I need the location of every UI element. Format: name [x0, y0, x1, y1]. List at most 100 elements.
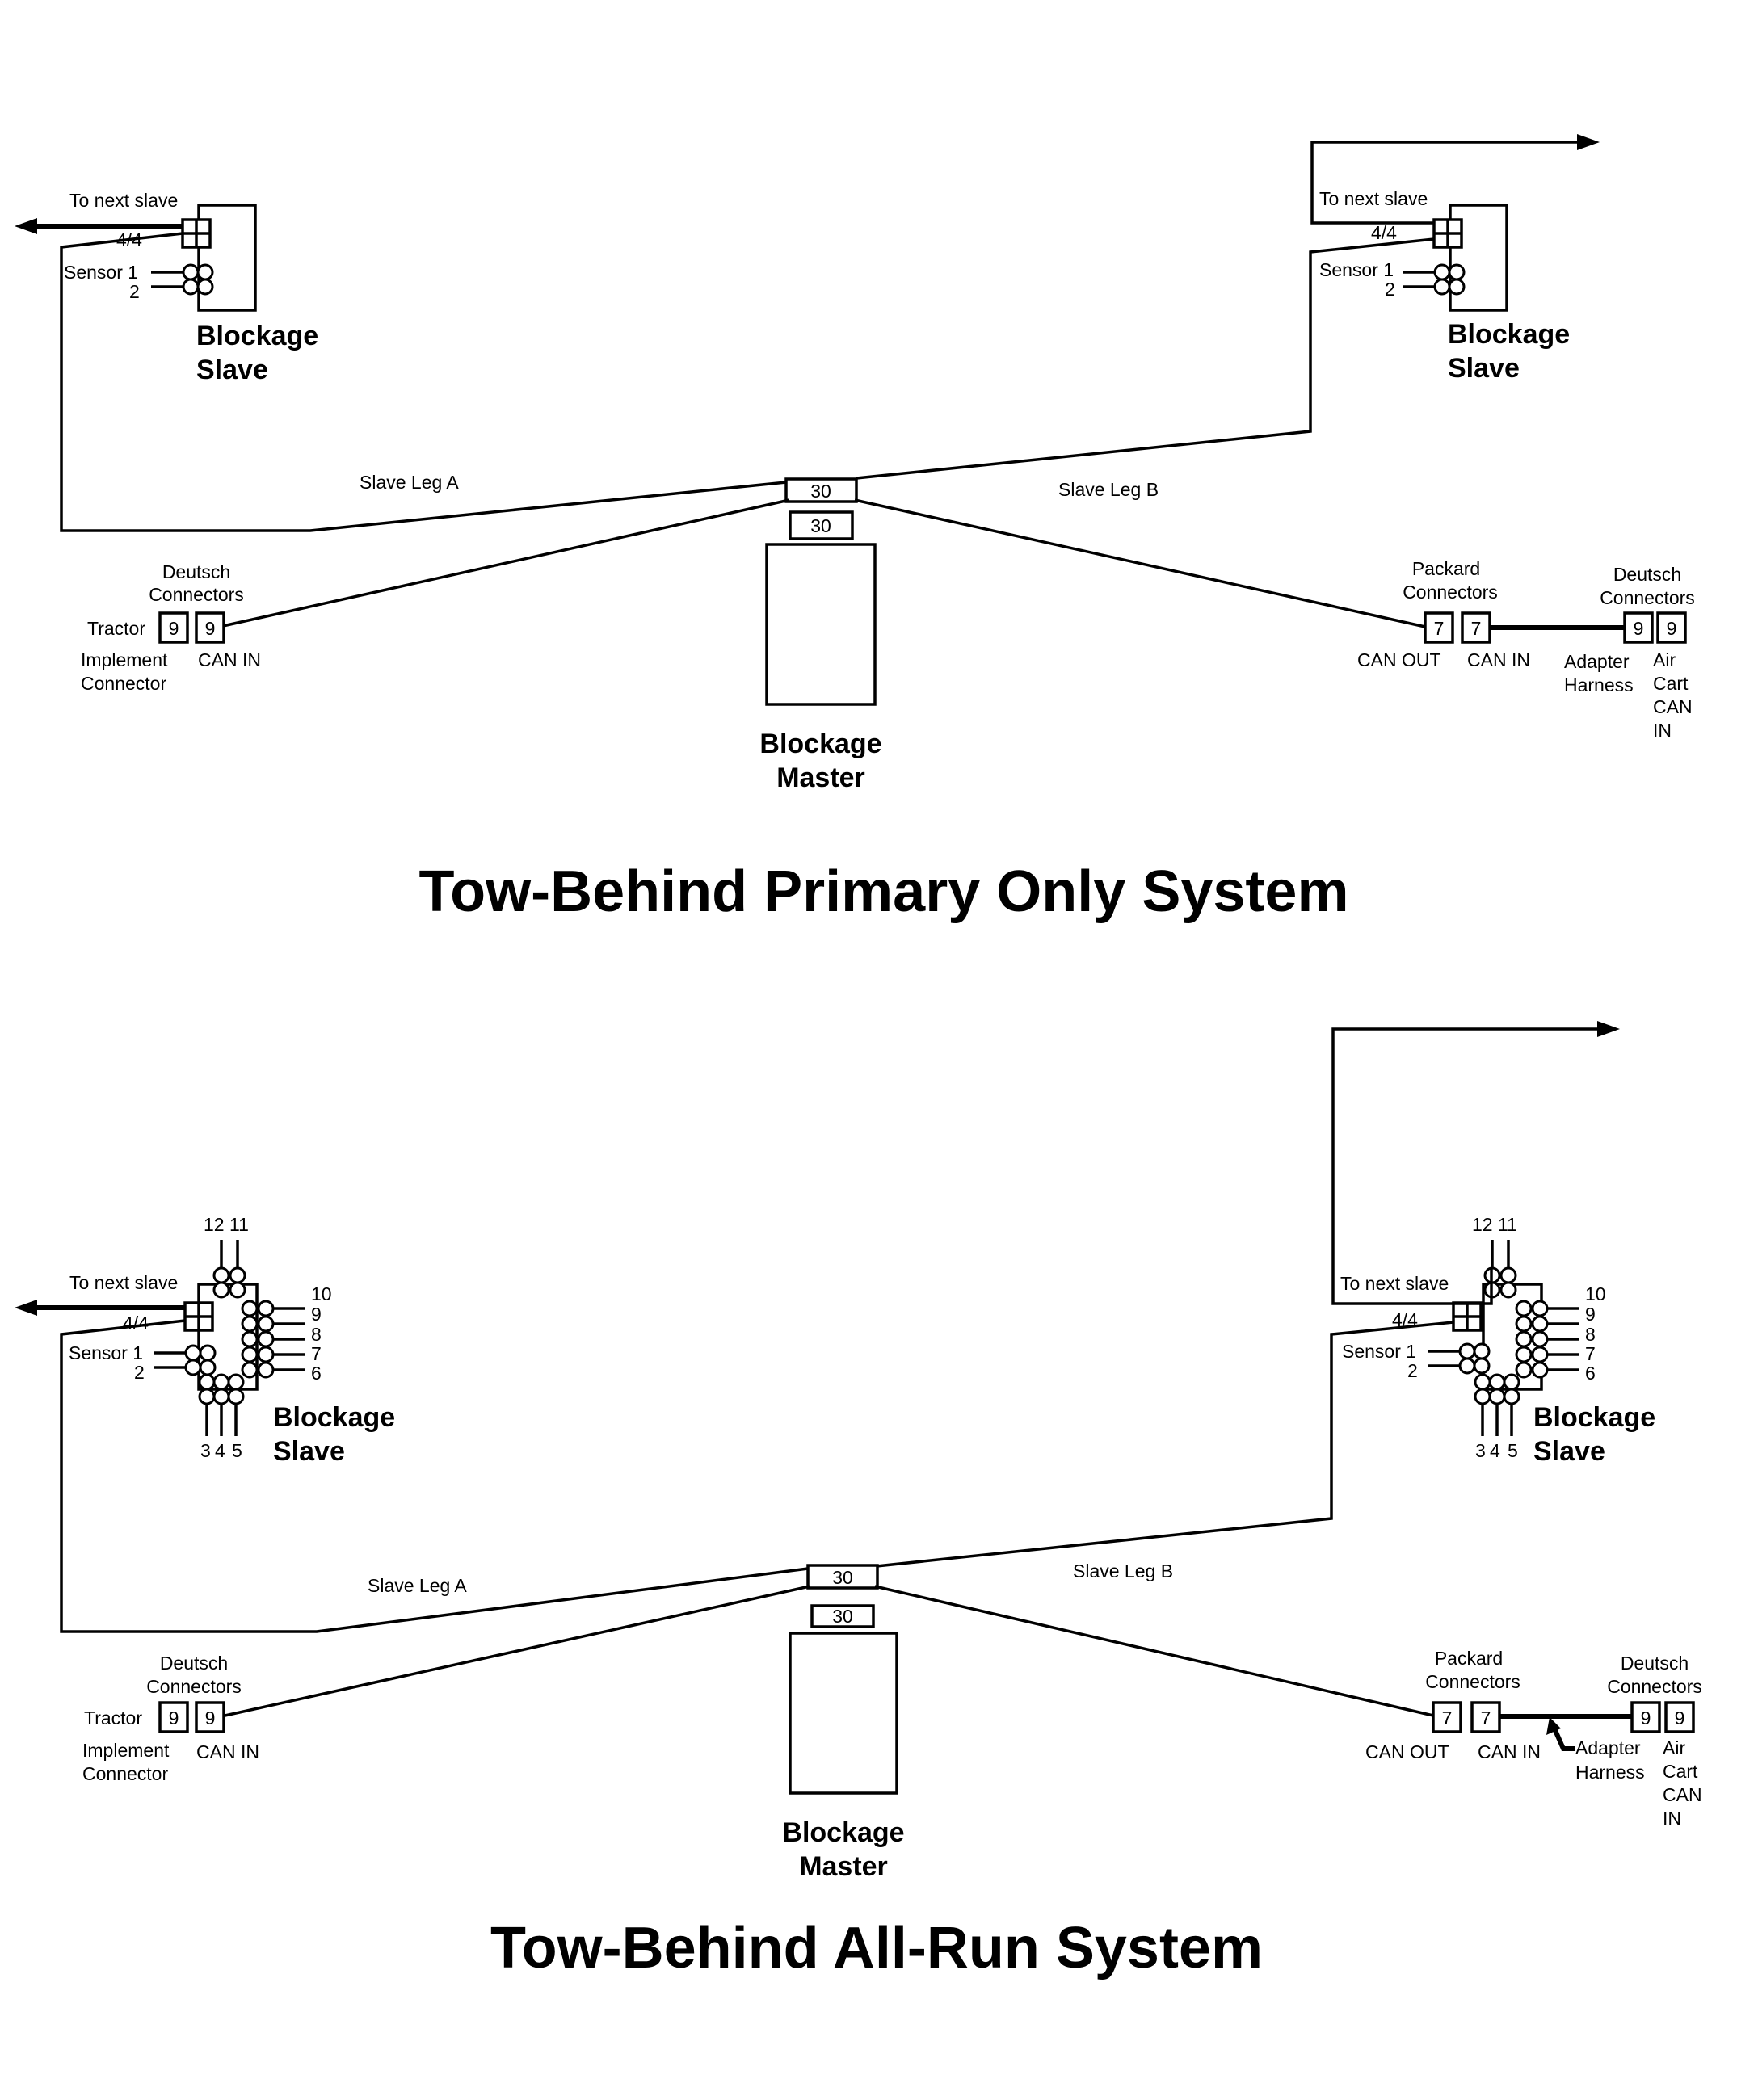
master-30-socket	[789, 510, 854, 540]
pin-6-label: 6	[1585, 1363, 1596, 1384]
sensor-2-label: 2	[134, 1362, 145, 1383]
deutsch-label: Deutsch	[160, 1653, 228, 1674]
pin-3-label: 3	[1475, 1440, 1486, 1461]
slave-label: Slave	[1533, 1436, 1605, 1467]
all-run-diagram: To next slave 4/4 12 11	[15, 1021, 1702, 1980]
tractor-label: Tractor	[84, 1707, 142, 1728]
right-all-run-blockage-slave: To next slave 4/4 12 11 10	[1331, 1021, 1655, 1467]
to-next-slave-arrow	[1310, 141, 1583, 225]
master-module-box	[765, 543, 877, 706]
sensor-2-label: 2	[1385, 279, 1395, 300]
packard-connectors: Packard Connectors 7 7 CAN OUT CAN IN	[1357, 558, 1530, 670]
pin-count-label: 7	[1434, 618, 1445, 639]
deutsch-label: Deutsch	[1621, 1653, 1689, 1674]
to-next-slave-label: To next slave	[69, 190, 178, 211]
pin-11-label: 11	[229, 1214, 249, 1235]
implement-label: Implement	[81, 649, 168, 670]
can-in-wire	[222, 498, 790, 628]
connectors-label: Connectors	[149, 584, 244, 605]
pin-count-label: 7	[1442, 1707, 1453, 1728]
deutsch-label: Deutsch	[1613, 564, 1681, 585]
deutsch-pin-box	[1656, 611, 1687, 644]
blockage-label: Blockage	[273, 1402, 395, 1433]
blockage-master: 30 30 Blockage Master	[759, 477, 882, 793]
sensor-pin	[1433, 263, 1451, 281]
packard-connectors: Packard Connectors 7 7 CAN OUT CAN IN	[1365, 1648, 1541, 1762]
pin-count-label: 9	[1634, 618, 1644, 639]
can-out-label: CAN OUT	[1357, 649, 1441, 670]
sensor-pin	[196, 263, 214, 281]
master-30-label: 30	[810, 481, 831, 502]
pin-5-label: 5	[232, 1440, 242, 1461]
adapter-label: Adapter	[1564, 651, 1630, 672]
packard-pin-box	[1432, 1701, 1462, 1733]
blockage-label: Blockage	[759, 729, 881, 759]
air-label: Air	[1653, 649, 1676, 670]
pin-count-label: 9	[1667, 618, 1677, 639]
master-30-socket-label: 30	[810, 515, 831, 536]
pin-9-label: 9	[1585, 1304, 1596, 1325]
master-label: Master	[799, 1851, 888, 1882]
sensor-pin	[229, 1266, 246, 1284]
right-pin-column	[241, 1300, 305, 1379]
pin-12-label: 12	[204, 1214, 225, 1235]
four-four-label: 4/4	[1371, 222, 1397, 243]
harness-label: Harness	[1564, 674, 1634, 695]
deutsch-pin-box	[195, 611, 225, 644]
slave-leg-a-label: Slave Leg A	[368, 1575, 467, 1596]
to-next-slave-arrow	[1331, 1027, 1604, 1305]
deutsch-label: Deutsch	[162, 561, 230, 582]
packard-pin-box	[1424, 611, 1454, 644]
slave-label: Slave	[273, 1436, 345, 1467]
can-in-label: CAN IN	[1467, 649, 1530, 670]
sensor-2-label: 2	[1407, 1360, 1418, 1381]
sensor-pin	[182, 278, 200, 296]
pin-8-label: 8	[311, 1324, 322, 1345]
to-next-slave-label: To next slave	[1319, 188, 1428, 209]
pin-4-label: 4	[1490, 1440, 1500, 1461]
pin-7-label: 7	[1585, 1343, 1596, 1364]
in-label: IN	[1653, 720, 1672, 741]
slave-leg-b-label: Slave Leg B	[1058, 479, 1159, 500]
to-next-slave-label: To next slave	[69, 1272, 178, 1293]
slave-leg-b-wire	[856, 237, 1435, 480]
pin-count-label: 9	[1641, 1707, 1651, 1728]
slave-label: Slave	[1448, 353, 1520, 384]
deutsch-pin-box	[1664, 1701, 1695, 1733]
connector-label: Connector	[82, 1763, 168, 1784]
deutsch-pin-box	[158, 611, 189, 644]
can-in-wire	[221, 1585, 810, 1718]
pin-9-label: 9	[311, 1304, 322, 1325]
in-label: IN	[1663, 1808, 1681, 1829]
sensor-pin	[182, 263, 200, 281]
slave-leg-a-label: Slave Leg A	[360, 472, 459, 493]
left-all-run-blockage-slave: To next slave 4/4 12 11	[15, 1214, 395, 1467]
right-blockage-slave: To next slave 4/4 Sensor 1 2 Blockage Sl…	[1310, 134, 1600, 384]
adapter-harness-pointer	[1552, 1727, 1575, 1751]
packard-label: Packard	[1435, 1648, 1503, 1669]
pin-count-label: 9	[205, 618, 216, 639]
pin-count-label: 9	[169, 618, 179, 639]
pin-count-label: 9	[205, 1707, 216, 1728]
blockage-master: 30 30 Blockage Master	[782, 1564, 905, 1882]
can-out-label: CAN OUT	[1365, 1741, 1449, 1762]
tractor-deutsch-connectors: Deutsch Connectors 9 9 Tractor Implement…	[82, 1653, 259, 1784]
sensor-pin	[1433, 278, 1451, 296]
pin-8-label: 8	[1585, 1324, 1596, 1345]
pin-5-label: 5	[1508, 1440, 1518, 1461]
packard-label: Packard	[1412, 558, 1480, 579]
harness-label: Harness	[1575, 1762, 1645, 1783]
can-label: CAN	[1663, 1784, 1702, 1805]
slave-label: Slave	[196, 355, 268, 385]
primary-only-diagram: To next slave 4/4 Sensor 1 2 Blockage Sl…	[15, 134, 1695, 924]
pin-count-label: 7	[1481, 1707, 1491, 1728]
pin-count-label: 7	[1471, 618, 1482, 639]
deutsch-pin-box	[195, 1701, 225, 1733]
primary-only-title: Tow-Behind Primary Only System	[419, 859, 1349, 924]
blockage-label: Blockage	[1448, 319, 1570, 350]
slave-leg-b-label: Slave Leg B	[1073, 1560, 1173, 1581]
pin-10-label: 10	[1585, 1283, 1606, 1304]
pin-6-label: 6	[311, 1363, 322, 1384]
left-blockage-slave: To next slave 4/4 Sensor 1 2 Blockage Sl…	[15, 190, 318, 385]
